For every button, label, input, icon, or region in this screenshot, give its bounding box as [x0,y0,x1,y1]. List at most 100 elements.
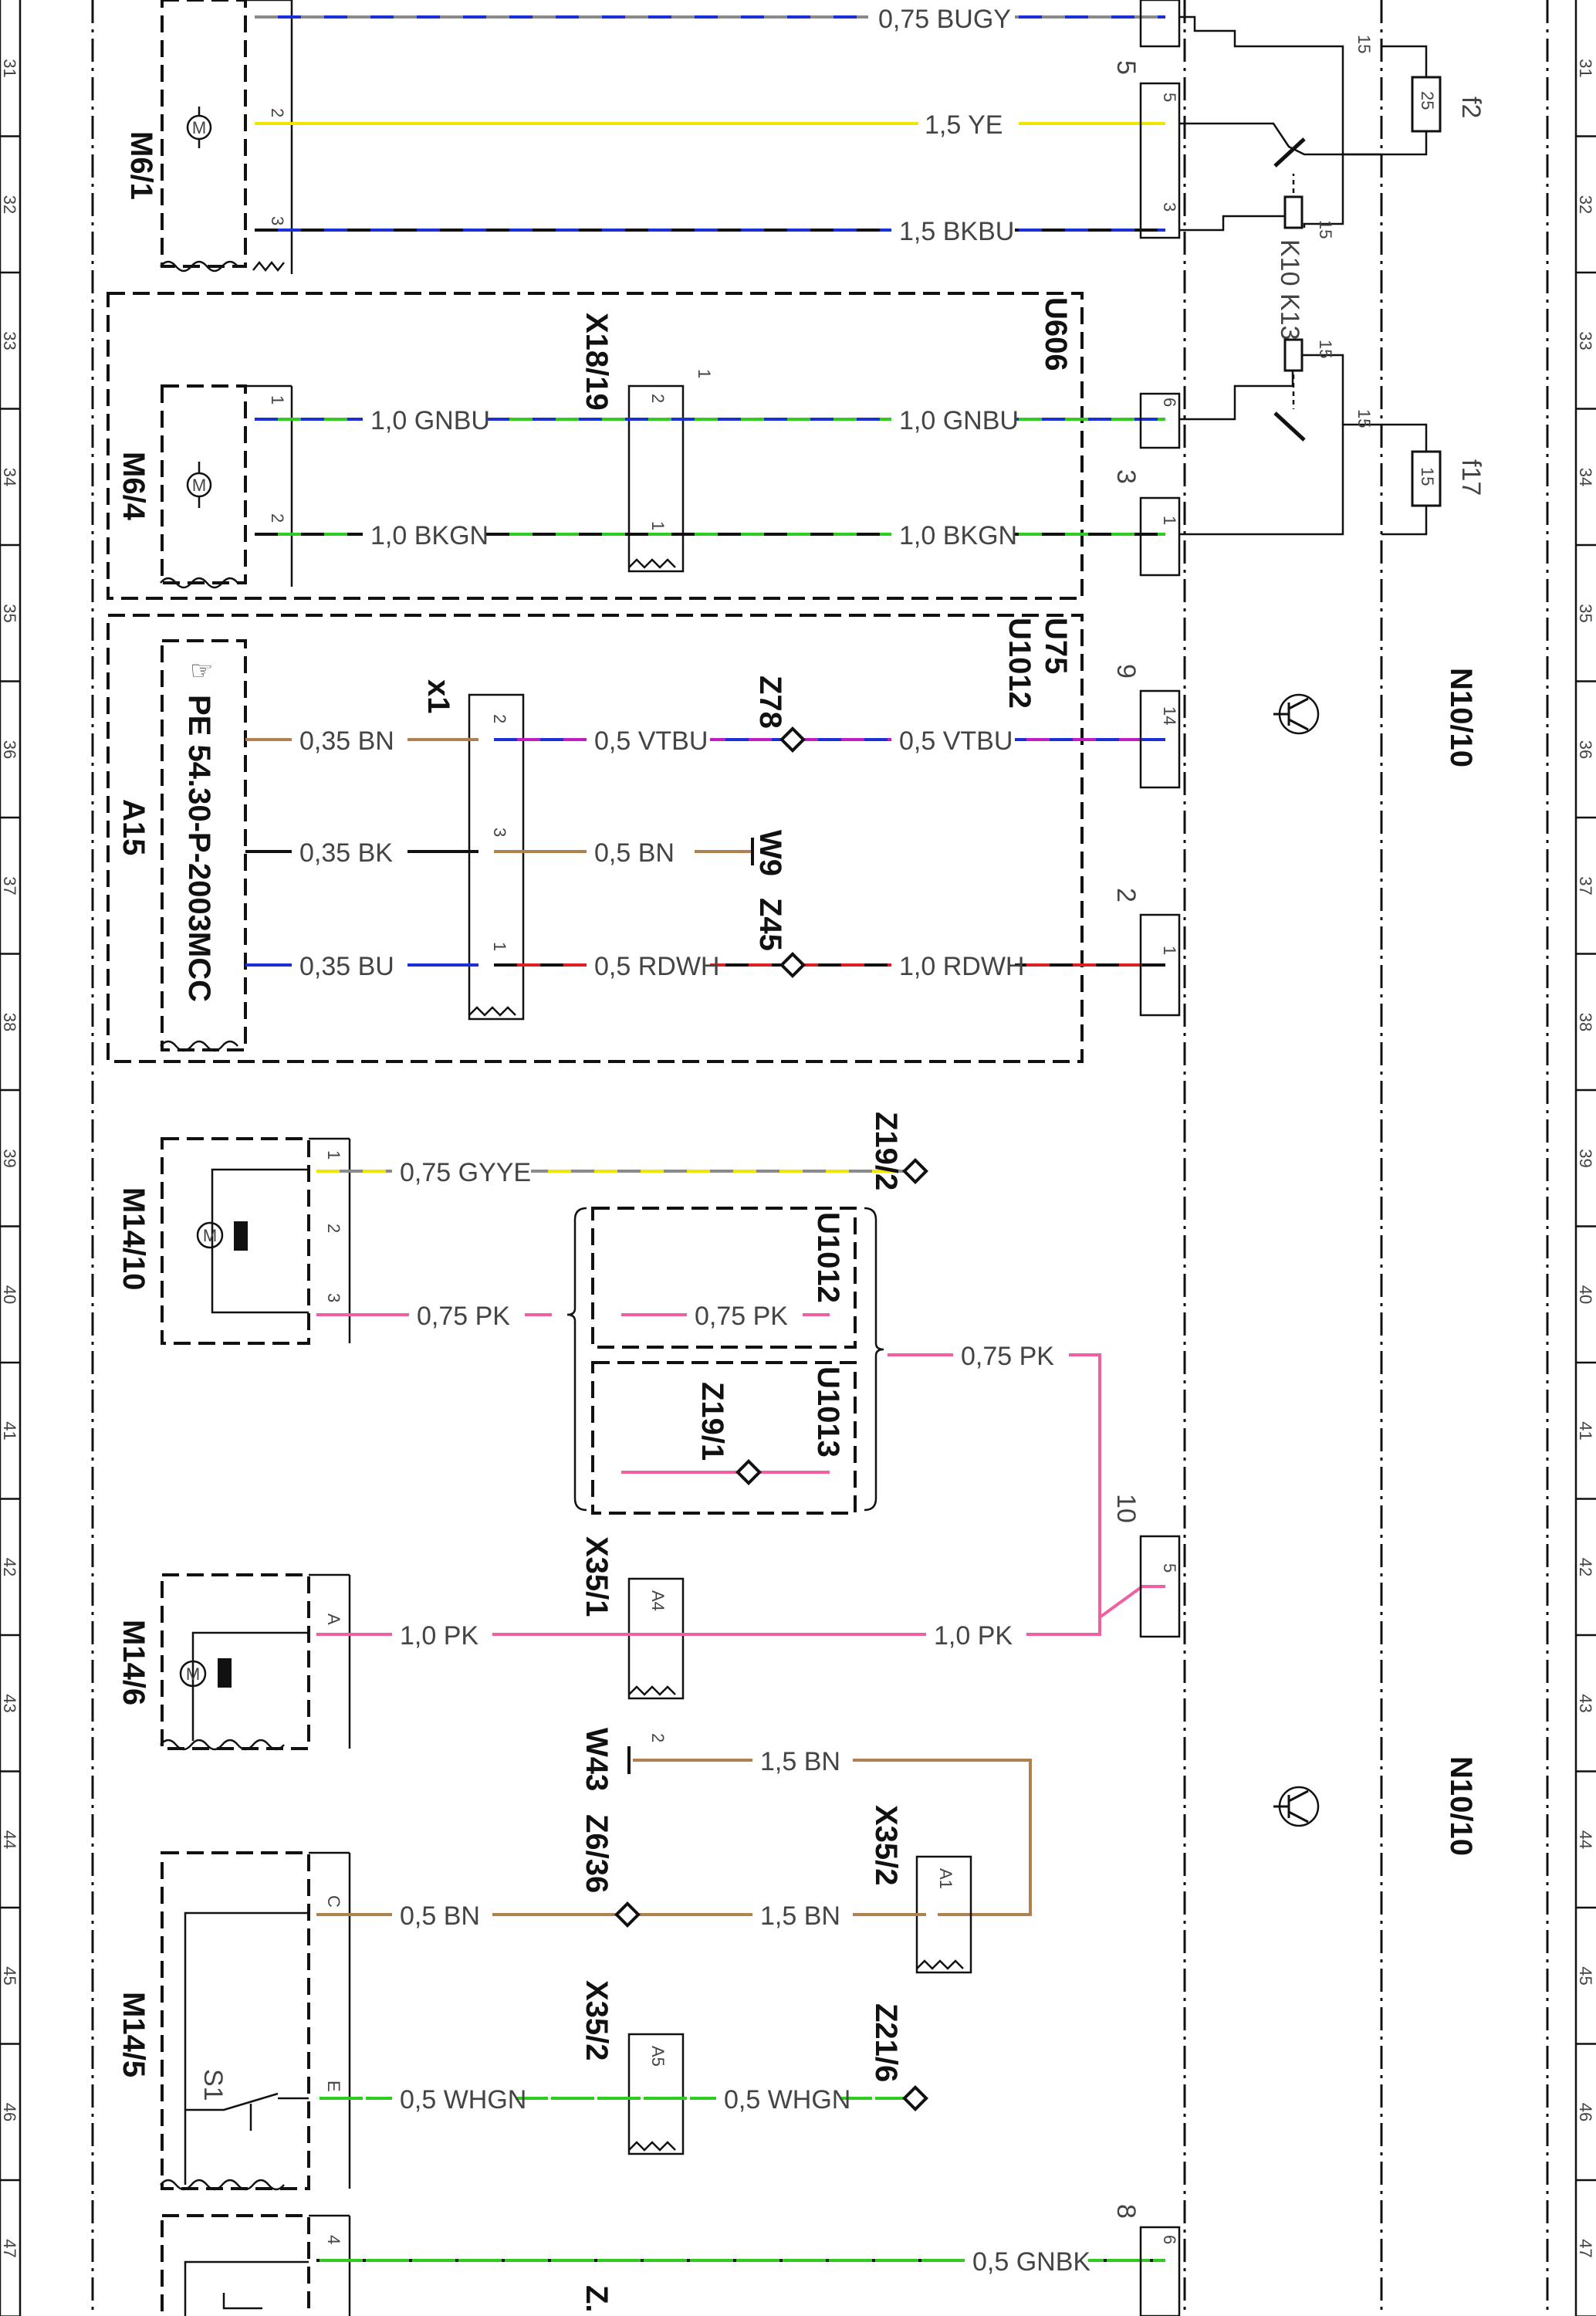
row-number-left: 47 [0,2239,19,2257]
pin: 3 [324,1293,343,1302]
wire-label: 1,0 GNBU [899,406,1019,435]
pin: 2 [268,108,287,117]
k10-label: K10 [1275,239,1304,286]
pin: 2 [490,714,509,723]
pin: 15 [1316,220,1335,239]
x35-2-label: X35/2 [869,1805,903,1886]
pin: A [324,1613,343,1625]
svg-text:M: M [203,1226,217,1245]
row-number-left: 39 [0,1149,19,1167]
wire-label: 0,5 BN [400,1901,480,1931]
row-number-right: 31 [1576,59,1595,77]
relay-coil-icon [1283,195,1304,229]
wire-label: 0,75 PK [961,1342,1054,1371]
x18-19-label: X18/19 [580,313,614,411]
relay-coil-icon [1283,338,1304,372]
fuse-rating: 15 [1418,467,1437,486]
pin: 6 [1160,398,1179,407]
pin: A1 [936,1868,955,1889]
m14-5-component: S1 M14/5 C E [117,1851,351,2191]
wire-pk-a: 0,75 PK [316,1299,552,1331]
splice-z45: Z45 [753,898,806,978]
z6-36-label: Z6/36 [580,1814,614,1893]
z19-2-label: Z19/2 [869,1112,903,1190]
pin: 1 [268,395,287,405]
m14-5-label: M14/5 [117,1992,150,2077]
row-number-right: 45 [1576,1966,1595,1985]
wire-label: 0,5 WHGN [400,2085,526,2115]
m6-4-label: M6/4 [117,452,150,521]
pin: 4 [324,2235,343,2244]
z19-1-label: Z19/1 [695,1382,729,1461]
splice-z78: Z78 [753,676,806,753]
row-number-right: 44 [1576,1830,1595,1849]
pin: 1 [490,942,509,951]
m14-10-component: M M14/10 1 2 3 [117,1137,351,1345]
motor-icon [196,1221,224,1249]
u1013-label: U1013 [811,1366,845,1458]
wire-vtbu: 0,5 VTBU 0,5 VTBU [494,724,1165,756]
group-number: 3 [1111,469,1141,484]
row-number-left: 38 [0,1013,19,1031]
row-number-right: 36 [1576,740,1595,759]
a15-component: ☞ PE 54.30-P-2003MCC A15 [117,639,247,1052]
row-number-right: 33 [1576,331,1595,350]
s1-label: S1 [198,2069,228,2101]
wire-label: 1,5 BN [760,1901,840,1931]
row-number-left: 40 [0,1285,19,1304]
svg-text:M: M [186,1664,200,1684]
fuse-f2: 25 f2 [1381,45,1486,156]
row-number-left: 41 [0,1421,19,1440]
row-number-left: 32 [0,195,19,214]
splice-z19-1 [735,1459,762,1485]
pin: C [324,1895,343,1908]
connector-w43: W43 2 [580,1728,668,1791]
a15-label: A15 [117,799,150,855]
pin: 3 [1160,202,1179,212]
connector-x35-2b: X35/2 A5 [580,1980,685,2155]
u606-label: U606 [1039,297,1073,371]
wire-bn15-loop: 1,5 BN [633,1745,1032,1916]
m14-6-label: M14/6 [117,1620,150,1705]
m6-4-component: M M6/4 1 2 [117,384,293,589]
splice-z19-2: Z19/2 [869,1112,928,1190]
u75-label: U75 [1039,618,1073,674]
wire-label: 0,35 BK [299,838,393,868]
fuse-icon [1411,450,1442,507]
m6-1-component: M M6/1 2 3 [124,0,293,274]
connector-x1: x1 2 3 1 [421,679,525,1021]
row-number-left: 36 [0,740,19,759]
row-number-right: 39 [1576,1149,1595,1167]
pin: 15 [1354,35,1374,53]
motor-sensor-icon [218,1658,232,1688]
relay-k10-k13: K10 K13 15 15 15 15 [1179,15,1381,536]
u75-region [107,614,1084,1063]
wire-bugy: 0,75 BUGY [255,2,1165,34]
pin: E [324,2081,343,2092]
pin: 1 [324,1150,343,1160]
row-number-left: 33 [0,331,19,350]
wire-bkgn: 1,0 BKGN 1,0 BKGN [255,519,1165,550]
fuse-rating: 25 [1418,91,1437,110]
wire-label: 0,75 GYYE [400,1158,531,1187]
pin: 1 [695,369,714,378]
row-number-left: 43 [0,1694,19,1712]
row-margin-left [0,0,22,2316]
wire-label: 0,5 VTBU [594,726,708,756]
n10-10-label: N10/10 [1444,668,1478,767]
w9-label: W9 [753,830,787,876]
row-number-right: 40 [1576,1285,1595,1304]
splice-z21-6: Z21/6 [869,2003,928,2111]
wire-label: 1,0 RDWH [899,952,1024,981]
svg-text:M: M [192,476,206,495]
pin: A4 [648,1590,668,1611]
wire-label: 1,5 BN [760,1747,840,1776]
wire-rdwh: 0,5 RDWH 1,0 RDWH [494,950,1165,981]
group-number: 5 [1111,60,1141,75]
wire-label: 0,35 BN [299,726,394,756]
a15-reference: PE 54.30-P-2003MCC [182,695,216,1002]
wire-gyye: 0,75 GYYE [316,1156,915,1187]
wire-label: 1,0 PK [934,1621,1013,1651]
transistor-icon [1273,1786,1320,1827]
